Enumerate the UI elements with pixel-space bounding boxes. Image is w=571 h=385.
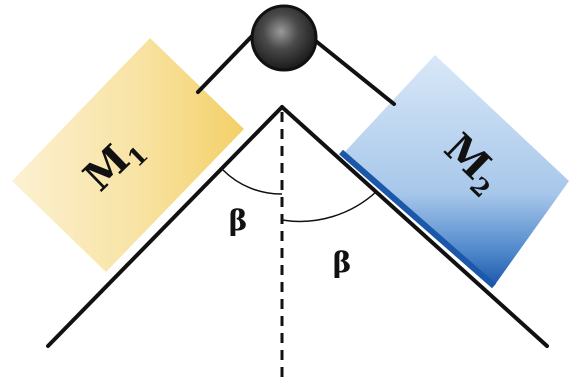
- block-m1: M1: [12, 38, 244, 272]
- block-m2-body: [341, 55, 569, 286]
- block-m2: M2: [341, 55, 569, 286]
- string-left: [196, 32, 256, 94]
- right-angle-arc: [281, 190, 378, 223]
- incline-surfaces: [46, 105, 549, 348]
- left-angle-label: β: [229, 204, 248, 237]
- right-incline: [280, 105, 549, 348]
- left-incline: [46, 105, 284, 348]
- string-right: [310, 36, 396, 106]
- left-angle-arc: [222, 169, 283, 195]
- pulley: [250, 4, 318, 72]
- string: [196, 32, 396, 106]
- block-m1-body: [12, 38, 244, 272]
- right-angle-label: β: [333, 246, 352, 279]
- block-m2-contact-edge: [339, 149, 496, 289]
